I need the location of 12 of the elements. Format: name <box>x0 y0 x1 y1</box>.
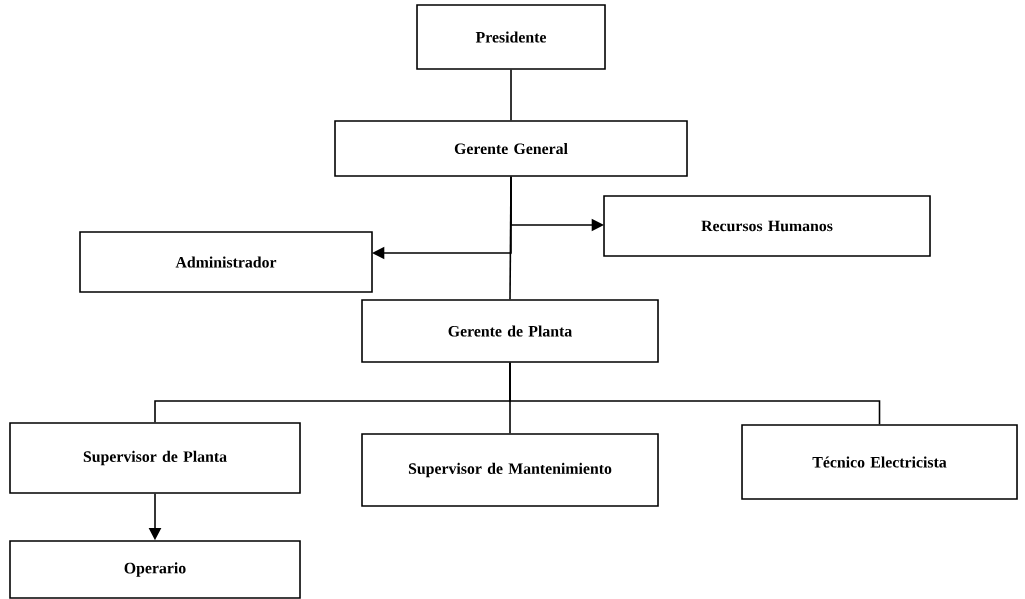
org-box: Supervisor de Planta <box>9 422 301 494</box>
org-box: Supervisor de Mantenimiento <box>361 433 659 507</box>
org-box: Operario <box>9 540 301 599</box>
org-box: Técnico Electricista <box>741 424 1018 500</box>
org-box: Gerente General <box>334 120 688 177</box>
connector-line <box>509 176 512 300</box>
connector-line <box>510 69 512 121</box>
org-box: Recursos Humanos <box>603 195 931 257</box>
org-box: Presidente <box>416 4 606 70</box>
org-box: Gerente de Planta <box>361 299 659 363</box>
connector-line <box>509 362 881 425</box>
org-box: Administrador <box>79 231 373 293</box>
